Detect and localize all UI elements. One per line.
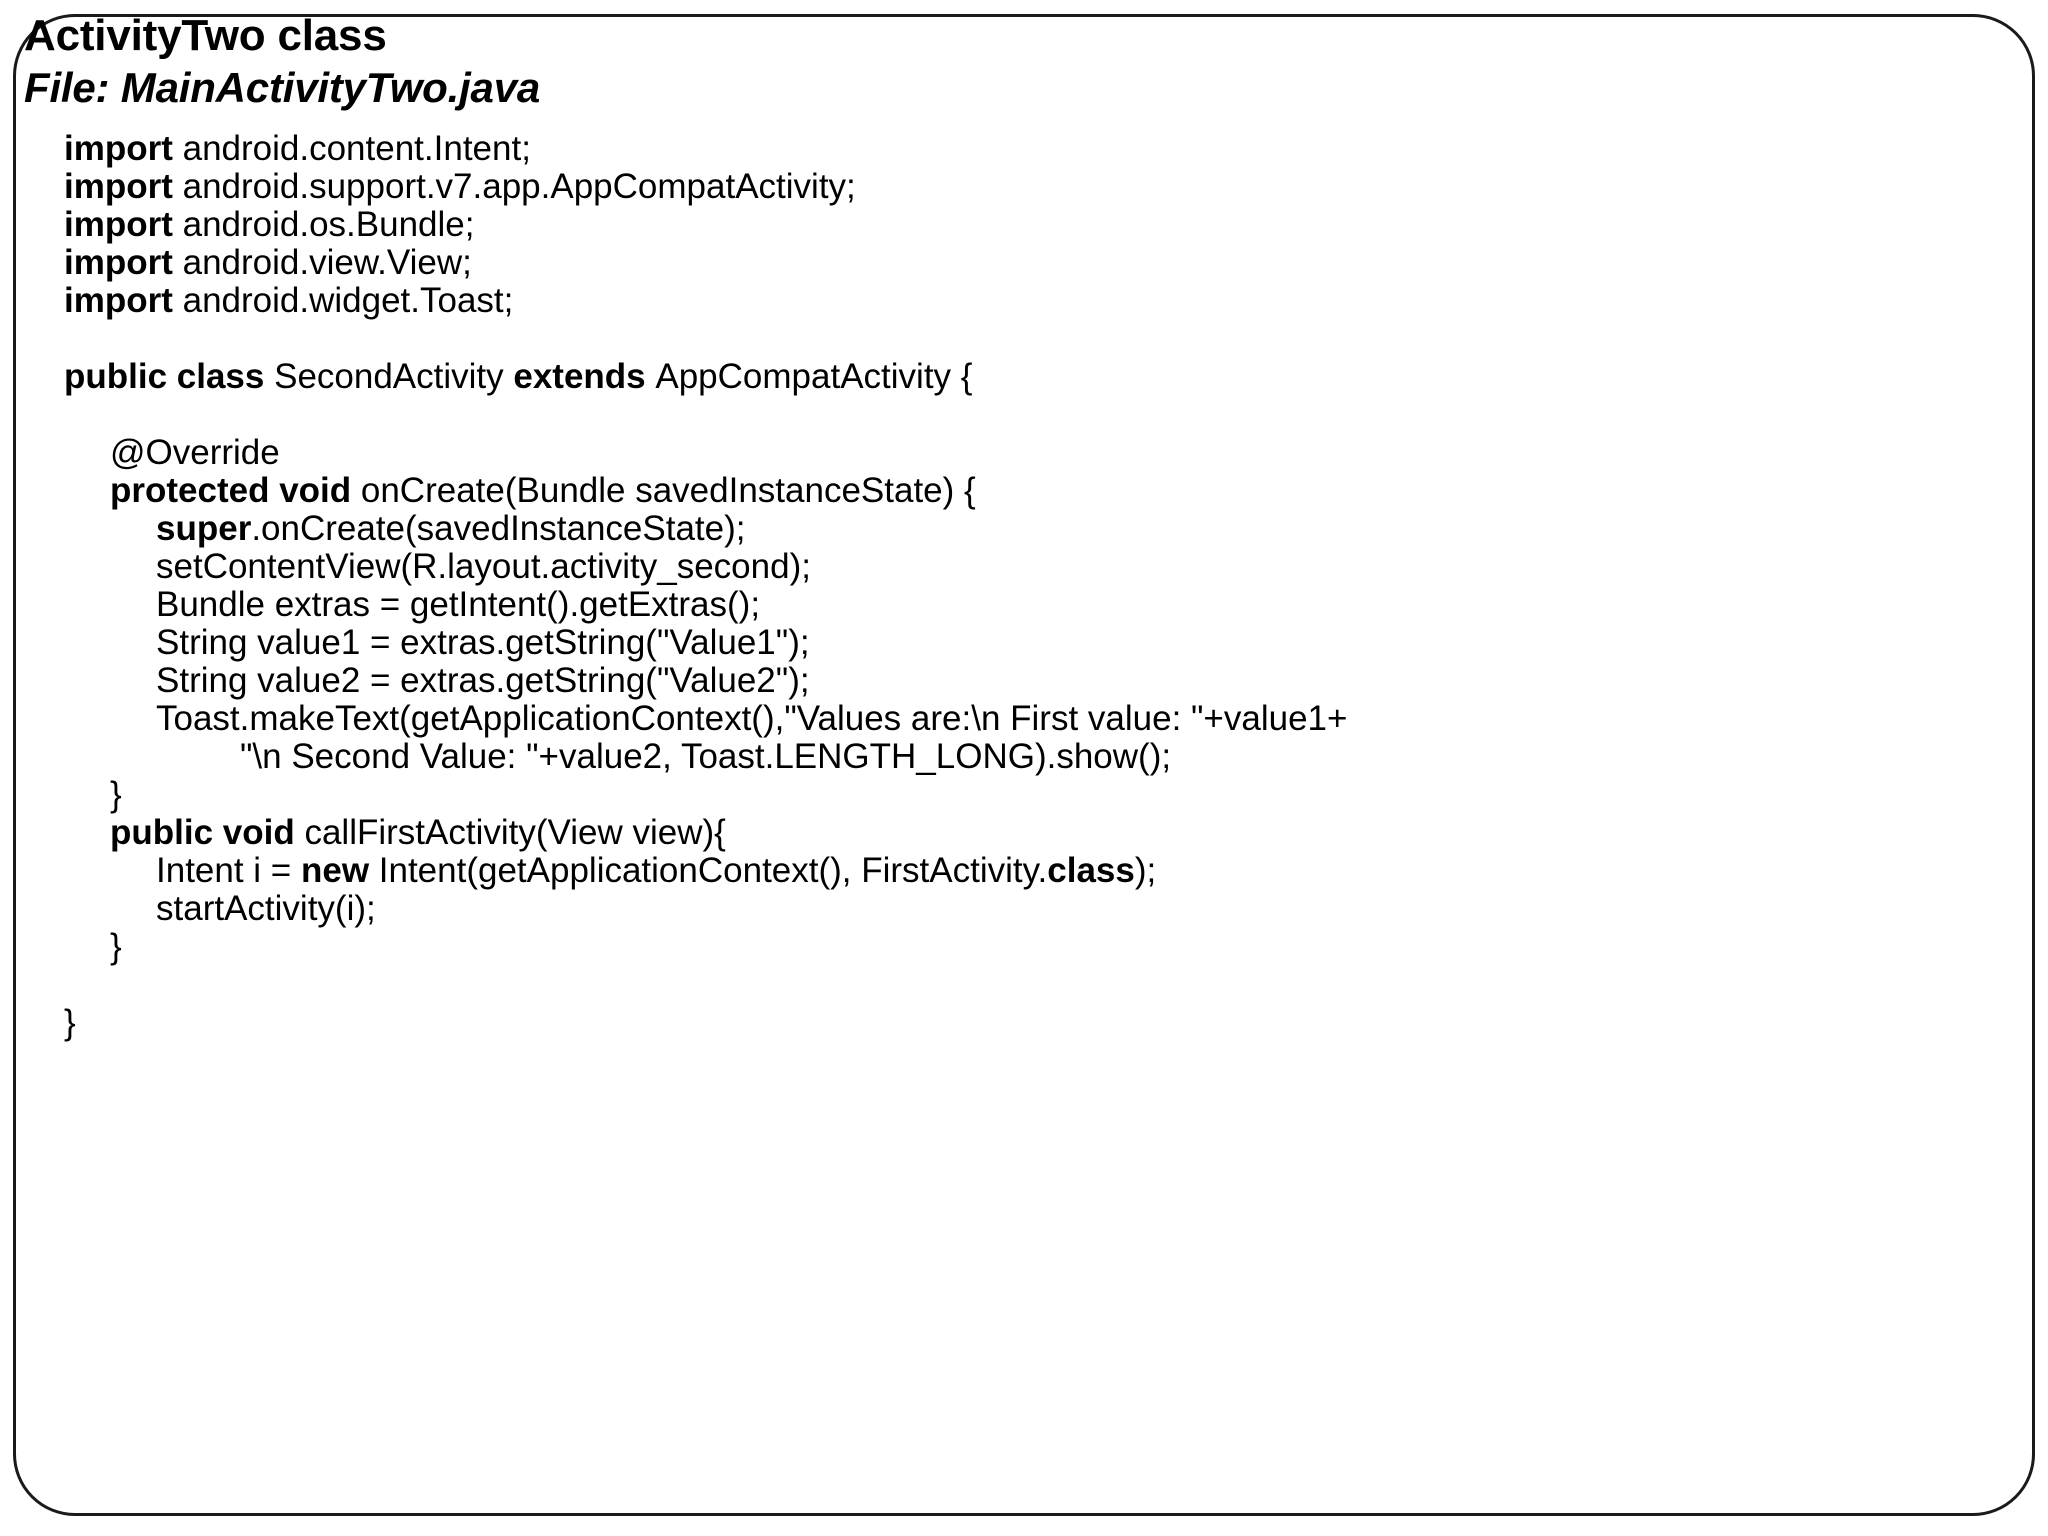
code-text: android.widget.Toast; bbox=[182, 281, 514, 320]
code-text: String value1 = extras.getString("Value1… bbox=[156, 623, 810, 662]
code-keyword: protected void bbox=[110, 471, 361, 510]
code-text: AppCompatActivity { bbox=[655, 357, 973, 396]
code-line: public void callFirstActivity(View view)… bbox=[0, 814, 2020, 852]
code-line: super.onCreate(savedInstanceState); bbox=[0, 510, 2020, 548]
page-subtitle-filename: File: MainActivityTwo.java bbox=[24, 64, 541, 111]
code-text: "\n Second Value: "+value2, Toast.LENGTH… bbox=[240, 737, 1172, 776]
code-keyword: class bbox=[1047, 851, 1135, 890]
code-text: } bbox=[64, 1003, 76, 1042]
code-text: callFirstActivity(View view){ bbox=[304, 813, 726, 852]
code-text: Bundle extras = getIntent().getExtras(); bbox=[156, 585, 761, 624]
code-keyword: public class bbox=[64, 357, 275, 396]
code-text: @Override bbox=[110, 433, 280, 472]
code-text: startActivity(i); bbox=[156, 889, 376, 928]
code-text: .onCreate(savedInstanceState); bbox=[251, 509, 746, 548]
code-keyword: import bbox=[64, 243, 183, 282]
code-line: String value1 = extras.getString("Value1… bbox=[0, 624, 2020, 662]
code-text: android.content.Intent; bbox=[182, 129, 531, 168]
code-line: import android.view.View; bbox=[0, 244, 2020, 282]
code-line: } bbox=[0, 928, 2020, 966]
code-text: } bbox=[110, 927, 122, 966]
code-line: Bundle extras = getIntent().getExtras(); bbox=[0, 586, 2020, 624]
code-line: import android.support.v7.app.AppCompatA… bbox=[0, 168, 2020, 206]
code-text: android.os.Bundle; bbox=[182, 205, 475, 244]
code-keyword: extends bbox=[513, 357, 656, 396]
page-title: ActivityTwo class bbox=[24, 11, 387, 60]
code-text: android.support.v7.app.AppCompatActivity… bbox=[182, 167, 856, 206]
code-text: Toast.makeText(getApplicationContext(),"… bbox=[156, 699, 1348, 738]
code-line bbox=[0, 966, 2020, 1004]
code-line: public class SecondActivity extends AppC… bbox=[0, 358, 2020, 396]
code-line: @Override bbox=[0, 434, 2020, 472]
code-keyword: import bbox=[64, 167, 183, 206]
code-line: setContentView(R.layout.activity_second)… bbox=[0, 548, 2020, 586]
code-keyword: import bbox=[64, 205, 183, 244]
code-keyword: super bbox=[156, 509, 252, 548]
code-line: Toast.makeText(getApplicationContext(),"… bbox=[0, 700, 2020, 738]
code-text: } bbox=[110, 775, 122, 814]
code-line: String value2 = extras.getString("Value2… bbox=[0, 662, 2020, 700]
code-line: Intent i = new Intent(getApplicationCont… bbox=[0, 852, 2020, 890]
code-line bbox=[0, 396, 2020, 434]
title-block: ActivityTwo class File: MainActivityTwo.… bbox=[24, 10, 1924, 114]
code-line: import android.widget.Toast; bbox=[0, 282, 2020, 320]
code-listing: import android.content.Intent;import and… bbox=[0, 130, 2020, 1042]
code-line: import android.os.Bundle; bbox=[0, 206, 2020, 244]
code-text: SecondActivity bbox=[274, 357, 514, 396]
code-keyword: import bbox=[64, 129, 183, 168]
code-line: startActivity(i); bbox=[0, 890, 2020, 928]
code-text: Intent i = bbox=[156, 851, 301, 890]
code-keyword: import bbox=[64, 281, 183, 320]
code-text: setContentView(R.layout.activity_second)… bbox=[156, 547, 811, 586]
code-line: import android.content.Intent; bbox=[0, 130, 2020, 168]
code-keyword: public void bbox=[110, 813, 305, 852]
code-text: Intent(getApplicationContext(), FirstAct… bbox=[378, 851, 1048, 890]
code-line: } bbox=[0, 1004, 2020, 1042]
code-text: String value2 = extras.getString("Value2… bbox=[156, 661, 810, 700]
code-text: onCreate(Bundle savedInstanceState) { bbox=[360, 471, 976, 510]
code-line: "\n Second Value: "+value2, Toast.LENGTH… bbox=[0, 738, 2020, 776]
code-line bbox=[0, 320, 2020, 358]
code-text: android.view.View; bbox=[182, 243, 472, 282]
code-line: protected void onCreate(Bundle savedInst… bbox=[0, 472, 2020, 510]
code-text: ); bbox=[1134, 851, 1157, 890]
code-line: } bbox=[0, 776, 2020, 814]
code-keyword: new bbox=[300, 851, 379, 890]
